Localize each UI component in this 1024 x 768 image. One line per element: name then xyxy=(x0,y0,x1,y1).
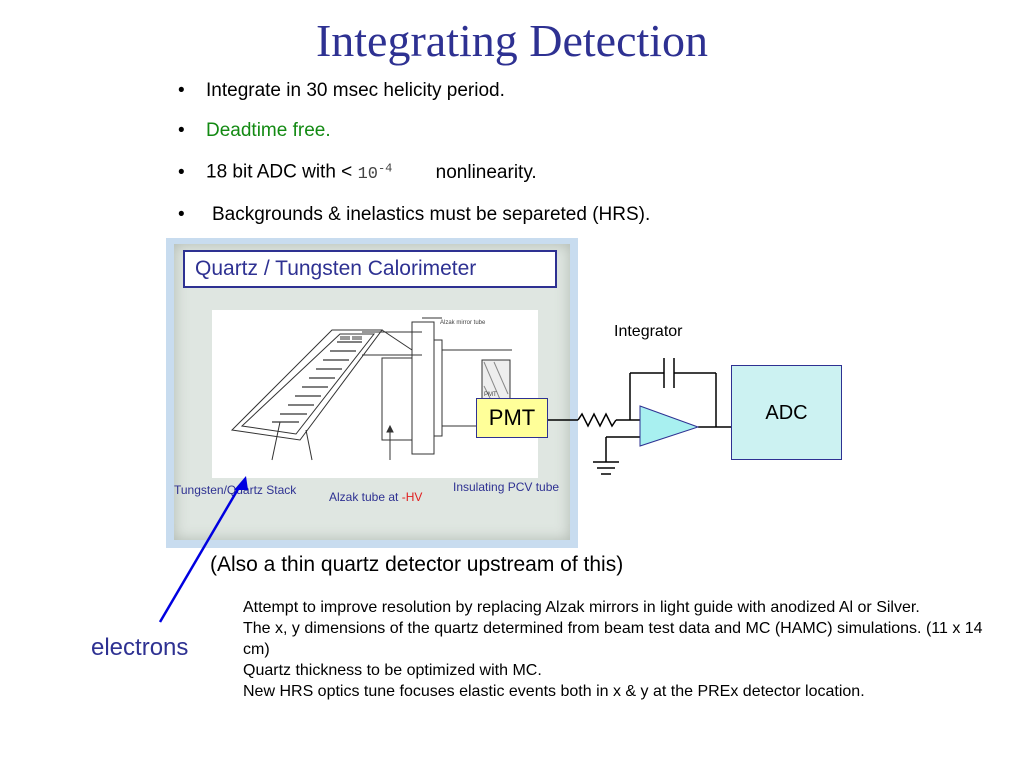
upstream-detector-note: (Also a thin quartz detector upstream of… xyxy=(210,553,624,576)
electron-beam-arrow xyxy=(158,483,243,623)
bullet-dot: • xyxy=(178,120,185,141)
electron-arrowhead xyxy=(234,476,248,490)
label-hv: -HV xyxy=(401,490,423,504)
bullet-adc: • 18 bit ADC with < 10-4 nonlinearity. xyxy=(178,161,537,184)
note-line: Attempt to improve resolution by replaci… xyxy=(243,599,920,616)
stack-outline xyxy=(230,329,383,441)
electrons-label: electrons xyxy=(91,634,189,661)
calorimeter-title: Quartz / Tungsten Calorimeter xyxy=(183,250,557,288)
bullet-text: Deadtime free. xyxy=(206,120,331,141)
pmt-box: PMT xyxy=(476,398,548,438)
bullet-backgrounds: • Backgrounds & inelastics must be separe… xyxy=(178,204,650,226)
bullet-dot: • xyxy=(178,80,185,101)
bullet-dot: • xyxy=(178,161,185,183)
bullet-dot: • xyxy=(178,204,185,225)
nonlinearity-exponent: -4 xyxy=(377,161,393,175)
note-line: Quartz thickness to be optimized with MC… xyxy=(243,662,542,679)
nonlinearity-base: 10 xyxy=(357,164,378,184)
bullet-text: Backgrounds & inelastics must be separet… xyxy=(212,204,651,225)
bullet-integrate: • Integrate in 30 msec helicity period. xyxy=(178,80,505,102)
slide-title: Integrating Detection xyxy=(315,15,709,66)
circuit-wires xyxy=(548,358,731,475)
label-alzak-tube: Alzak tube at -HV xyxy=(329,490,422,504)
label-insulating-pcv: Insulating PCV tube xyxy=(453,480,560,494)
pmt-small-label: PMT xyxy=(484,392,497,398)
adc-box: ADC xyxy=(731,365,842,460)
notes-block: Attempt to improve resolution by replaci… xyxy=(243,597,1003,702)
stack-hatch xyxy=(340,336,362,340)
mirror-tube-label: Alzak mirror tube xyxy=(440,320,486,326)
integrator-label: Integrator xyxy=(614,323,683,340)
nonlinearity-value: 10-4 xyxy=(357,161,393,184)
label-alzak-tube-text: Alzak tube at xyxy=(329,490,402,504)
stack-layers xyxy=(272,341,362,423)
calorimeter-drawing: Alzak mirror tube PMT xyxy=(212,310,538,478)
bullet-text: 18 bit ADC with < xyxy=(206,161,353,183)
pointer-arrows xyxy=(271,421,394,461)
note-line: New HRS optics tune focuses elastic even… xyxy=(243,683,865,700)
bullet-deadtime: • Deadtime free. xyxy=(178,120,331,142)
note-line: The x, y dimensions of the quartz determ… xyxy=(243,620,983,658)
bullet-text: Integrate in 30 msec helicity period. xyxy=(206,80,505,101)
amplifier-triangle xyxy=(639,405,700,447)
bullet-text-suffix: nonlinearity. xyxy=(435,161,537,183)
